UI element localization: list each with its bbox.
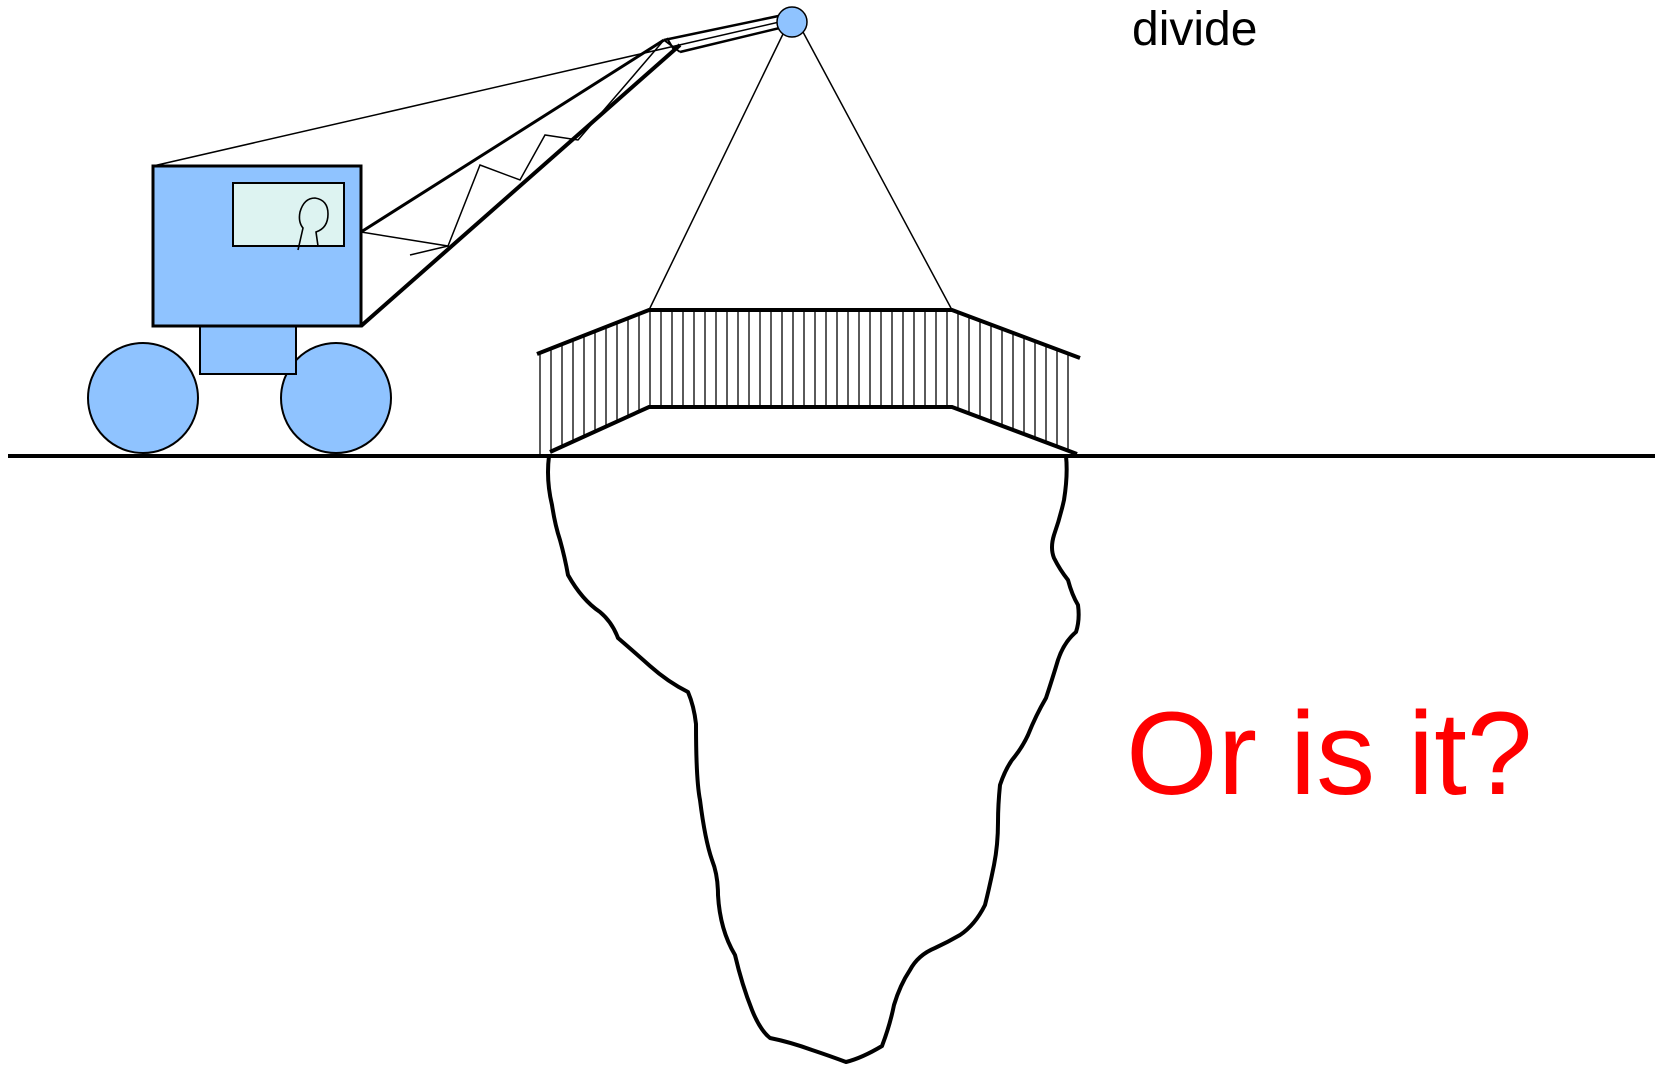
operator-icon [297,197,329,251]
bridge-slats [539,310,1069,456]
bridge-deck [536,308,1081,456]
bridge-bottom-edge [549,405,1078,456]
crane-boom [359,12,789,328]
cab-window [232,182,345,247]
crane-front-wheel [280,342,392,454]
lifting-cable-right [802,31,953,311]
support-cable [152,19,789,167]
bridge-top-edge [536,308,1081,360]
question-label: Or is it? [1126,688,1533,820]
boom-pulley [776,6,808,38]
lifting-cable-left [648,33,784,311]
crane-axle-block [199,325,297,375]
crane-rear-wheel [87,342,199,454]
chasm-outline [546,455,1081,1064]
divide-label: divide [1132,3,1258,56]
